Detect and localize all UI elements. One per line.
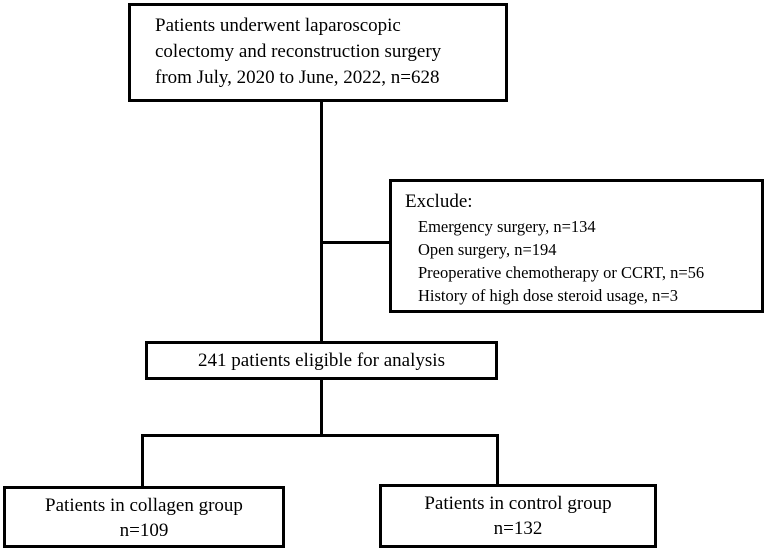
connector-to-control: [496, 434, 499, 485]
exclusion-item-emergency: Emergency surgery, n=134: [418, 217, 596, 236]
exclusion-title: Exclude:: [405, 191, 473, 212]
enrollment-line-3: from July, 2020 to June, 2022, n=628: [155, 67, 440, 88]
connector-to-collagen: [141, 434, 144, 487]
control-group-count: n=132: [493, 518, 543, 539]
control-group-box: Patients in control group n=132: [379, 484, 657, 548]
connector-top-to-eligible: [320, 101, 323, 342]
exclusion-list: Emergency surgery, n=134 Open surgery, n…: [405, 215, 761, 307]
eligible-box: 241 patients eligible for analysis: [145, 341, 498, 380]
connector-eligible-down: [320, 379, 323, 435]
enrollment-box: Patients underwent laparoscopic colectom…: [128, 3, 508, 102]
connector-split-horizontal: [141, 434, 499, 437]
enrollment-line-1: Patients underwent laparoscopic: [155, 15, 401, 36]
collagen-group-count: n=109: [119, 520, 169, 541]
control-group-label: Patients in control group: [424, 493, 612, 514]
exclusion-item-open-surgery: Open surgery, n=194: [418, 240, 557, 259]
exclusion-box: Exclude: Emergency surgery, n=134 Open s…: [389, 179, 764, 313]
enrollment-line-2: colectomy and reconstruction surgery: [155, 41, 442, 62]
collagen-group-box: Patients in collagen group n=109: [3, 486, 285, 548]
collagen-group-label: Patients in collagen group: [45, 495, 243, 516]
exclusion-item-chemotherapy: Preoperative chemotherapy or CCRT, n=56: [418, 263, 705, 282]
connector-to-exclude: [320, 241, 390, 244]
exclusion-item-steroid: History of high dose steroid usage, n=3: [418, 286, 678, 305]
